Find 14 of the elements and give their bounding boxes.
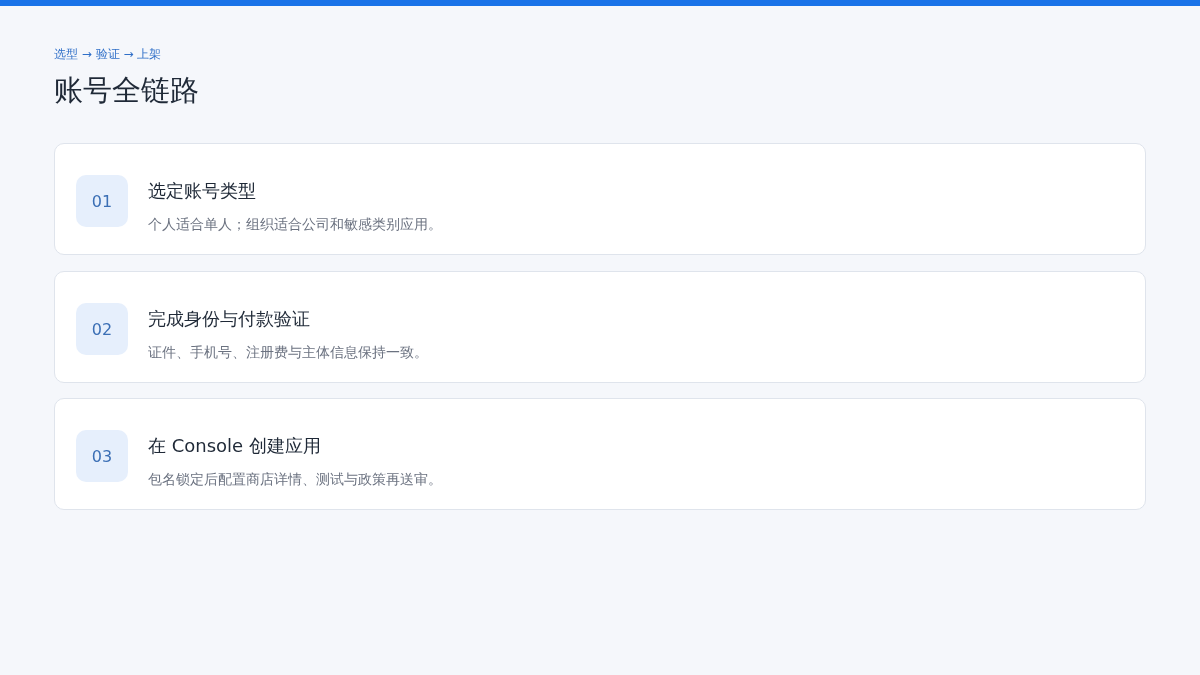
step-heading: 完成身份与付款验证	[148, 307, 310, 331]
step-heading: 选定账号类型	[148, 179, 256, 203]
step-number-tile: 01	[76, 175, 128, 227]
breadcrumb-text: 选型 → 验证 → 上架	[54, 46, 162, 63]
step-description: 个人适合单人；组织适合公司和敏感类别应用。	[148, 215, 442, 234]
step-number-tile: 03	[76, 430, 128, 482]
step-description: 包名锁定后配置商店详情、测试与政策再送审。	[148, 470, 442, 489]
step-card	[54, 143, 1146, 255]
step-number-tile: 02	[76, 303, 128, 355]
step-heading: 在 Console 创建应用	[148, 434, 321, 458]
page-title: 账号全链路	[54, 72, 199, 109]
step-description: 证件、手机号、注册费与主体信息保持一致。	[148, 343, 428, 362]
step-card	[54, 398, 1146, 510]
step-card	[54, 271, 1146, 383]
